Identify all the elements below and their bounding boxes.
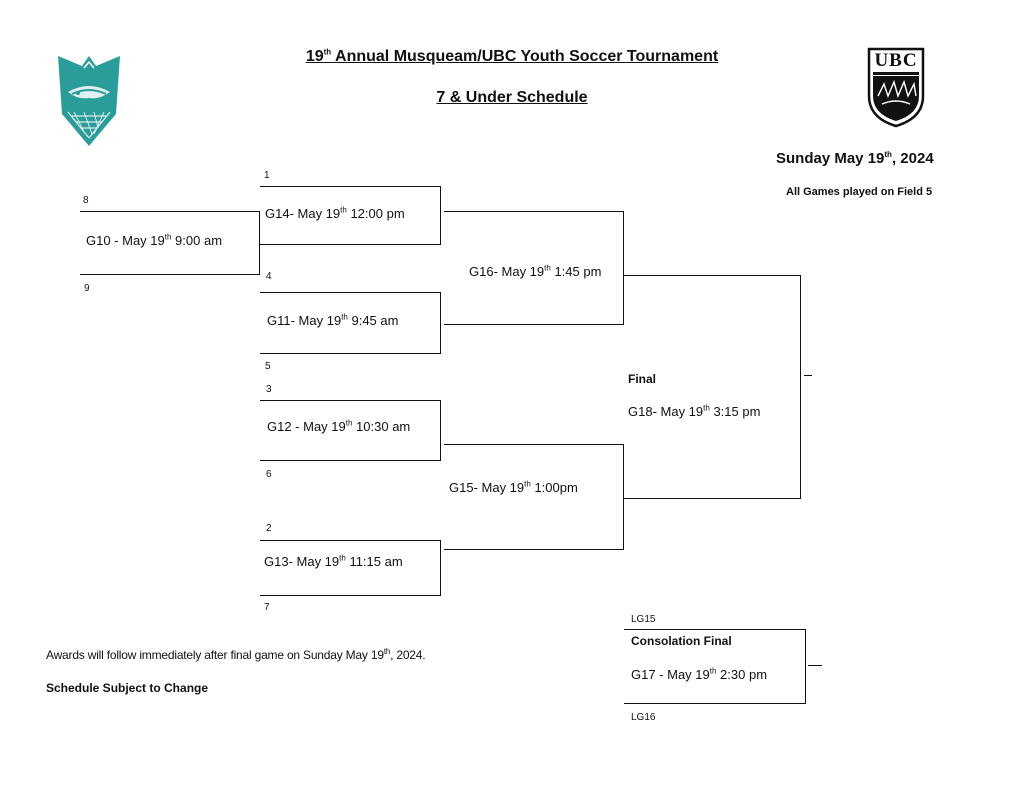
- seed-5: 5: [265, 361, 271, 372]
- game-g16: G16- May 19th 1:45 pm: [469, 263, 602, 279]
- seed-7: 7: [264, 602, 270, 613]
- game-g11: G11- May 19th 9:45 am: [267, 312, 399, 328]
- seed-2: 2: [266, 523, 272, 534]
- seed-lg15: LG15: [631, 614, 656, 625]
- awards-note: Awards will follow immediately after fin…: [46, 647, 426, 663]
- seed-1: 1: [264, 170, 270, 181]
- ubc-logo: UBC: [866, 46, 926, 128]
- seed-lg16: LG16: [631, 712, 656, 723]
- game-g13: G13- May 19th 11:15 am: [264, 553, 403, 569]
- seed-8: 8: [83, 195, 89, 206]
- seed-9: 9: [84, 283, 90, 294]
- game-g15: G15- May 19th 1:00pm: [449, 479, 578, 495]
- musqueam-logo: [54, 52, 124, 148]
- field-note: All Games played on Field 5: [786, 186, 933, 198]
- page-title: 19th Annual Musqueam/UBC Youth Soccer To…: [305, 47, 719, 65]
- game-g12: G12 - May 19th 10:30 am: [267, 418, 411, 434]
- final-label: Final: [628, 372, 657, 386]
- game-g10: G10 - May 19th 9:00 am: [86, 232, 223, 248]
- seed-3: 3: [266, 384, 272, 395]
- game-g17: G17 - May 19th 2:30 pm: [631, 666, 768, 682]
- schedule-disclaimer: Schedule Subject to Change: [46, 681, 209, 695]
- game-g18: G18- May 19th 3:15 pm: [628, 403, 761, 419]
- seed-6: 6: [266, 469, 272, 480]
- seed-4: 4: [266, 271, 272, 282]
- page-subtitle: 7 & Under Schedule: [436, 89, 588, 106]
- ubc-logo-text: UBC: [874, 50, 918, 71]
- consolation-label: Consolation Final: [631, 634, 732, 648]
- game-g14: G14- May 19th 12:00 pm: [265, 205, 405, 221]
- schedule-date: Sunday May 19th, 2024: [776, 150, 934, 167]
